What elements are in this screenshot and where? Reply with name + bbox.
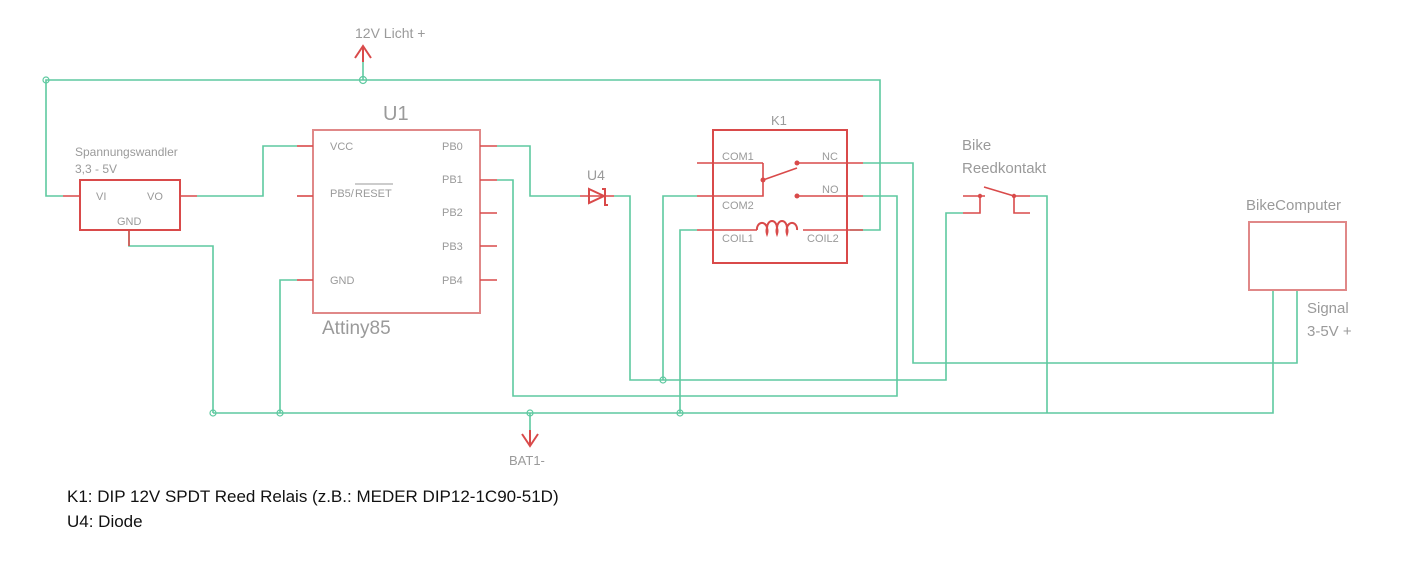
power-12v-label: 12V Licht + [355, 25, 425, 41]
pin-label-pb3: PB3 [442, 241, 463, 253]
wire-coil1-gnd [679, 229, 697, 413]
pin-label-coil1: COIL1 [722, 233, 754, 245]
u1-value: Attiny85 [322, 318, 391, 339]
bikecomputer-signal-voltage: 3-5V + [1307, 323, 1352, 340]
pin-label-coil2: COIL2 [807, 233, 839, 245]
junction [209, 409, 217, 417]
pin-label-vi: VI [96, 191, 106, 203]
notes: K1: DIP 12V SPDT Reed Relais (z.B.: MEDE… [67, 484, 559, 534]
u4-diode: U4 [580, 167, 614, 206]
u1-attiny85: U1 VCC PB5/ RESET GND PB0 PB1 PB2 PB3 PB… [297, 103, 497, 339]
wire-reg-gnd [128, 230, 214, 413]
u1-body [312, 129, 481, 314]
bikecomputer-body [1248, 221, 1347, 291]
junction [676, 409, 684, 417]
pin-label-com2: COM2 [722, 200, 754, 212]
wire-12v-rail [45, 79, 881, 231]
pin-label-pb4: PB4 [442, 275, 463, 287]
pin-label-no: NO [822, 184, 839, 196]
pin-label-pb5: PB5/ [330, 188, 355, 200]
pin-label-pb0: PB0 [442, 141, 463, 153]
pin-label-pb1: PB1 [442, 174, 463, 186]
wire-ground-bus [213, 290, 1274, 414]
pin-label-gnd: GND [117, 216, 142, 228]
bikecomputer-signal: Signal [1307, 300, 1349, 317]
reed-subtitle: Reedkontakt [962, 160, 1047, 177]
junction [659, 376, 667, 384]
power-12v-symbol: 12V Licht + [354, 25, 425, 62]
reed-switch: Bike Reedkontakt [962, 137, 1047, 214]
regulator-subtitle: 3,3 - 5V [75, 162, 117, 176]
bike-computer: BikeComputer Signal 3-5V + [1246, 197, 1352, 340]
wire-pb0-diode [497, 145, 580, 197]
pin-label-vcc: VCC [330, 141, 353, 153]
reed-title: Bike [962, 137, 991, 154]
wire-diode-out [614, 195, 963, 381]
u1-ref: U1 [383, 103, 409, 125]
pin-label-pb2: PB2 [442, 207, 463, 219]
wires [45, 62, 1298, 430]
bikecomputer-title: BikeComputer [1246, 197, 1341, 214]
pin-label-u1-gnd: GND [330, 275, 355, 287]
u4-ref: U4 [587, 167, 605, 183]
ground-bat-label: BAT1- [509, 453, 545, 468]
pin-label-nc: NC [822, 151, 838, 163]
junctions [42, 75, 684, 417]
junction [526, 409, 534, 417]
diode-triangle [588, 187, 607, 205]
voltage-regulator: Spannungswandler 3,3 - 5V VI VO GND [63, 145, 197, 246]
junction [276, 409, 284, 417]
diode-cathode-bar [602, 188, 608, 206]
pin-label-vo: VO [147, 191, 163, 203]
note-k1: K1: DIP 12V SPDT Reed Relais (z.B.: MEDE… [67, 487, 559, 506]
wire-nc-signal [863, 162, 1298, 364]
k1-relay: K1 COM1 COM2 COIL1 NC NO COIL2 [697, 113, 863, 264]
wire-vo-vcc [197, 145, 297, 197]
pin-label-com1: COM1 [722, 151, 754, 163]
regulator-body [79, 179, 181, 231]
wire-u1-gnd [279, 279, 297, 413]
note-u4: U4: Diode [67, 512, 143, 531]
regulator-title: Spannungswandler [75, 145, 178, 159]
wire-pb1-no [497, 179, 898, 397]
junction [358, 75, 368, 85]
ground-bat-symbol: BAT1- [509, 430, 545, 468]
wire-reed-gnd [1030, 195, 1048, 413]
coil-icon [755, 220, 799, 238]
wire-com2 [662, 195, 697, 380]
k1-ref: K1 [771, 113, 787, 128]
pin-label-reset: RESET [355, 188, 392, 200]
junction [42, 76, 50, 84]
